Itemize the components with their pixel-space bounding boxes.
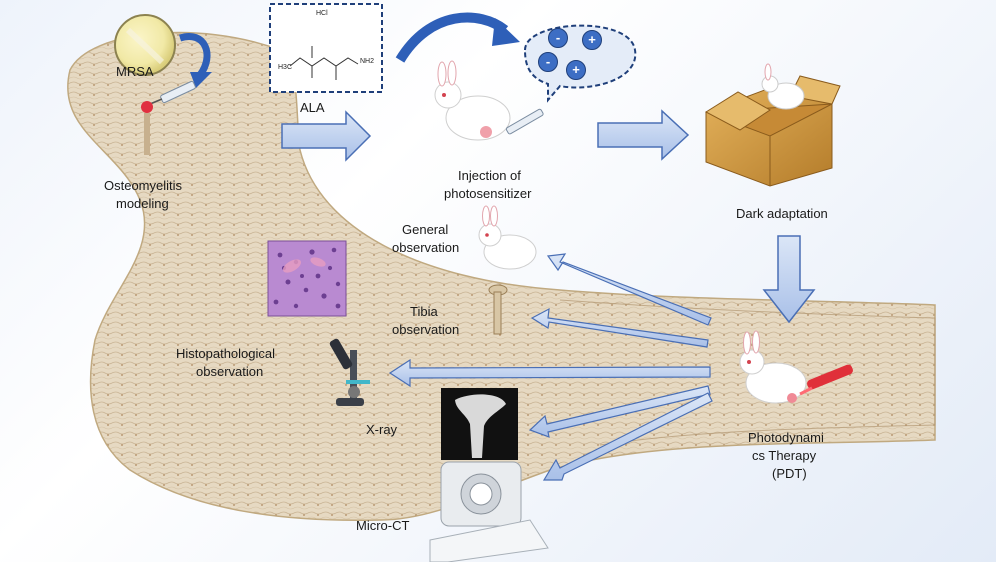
molecule-amine: NH2	[360, 58, 375, 65]
microscope-icon	[329, 338, 370, 406]
histology-image	[267, 240, 347, 317]
molecule-salt: HCl	[316, 10, 328, 17]
block-arrow-ala	[281, 110, 372, 162]
tibia-marker-icon	[141, 101, 153, 155]
label-general-2: observation	[392, 240, 460, 255]
label-ala: ALA	[300, 100, 325, 115]
ala-structure-box	[269, 3, 383, 93]
label-pdt-1: Photodynami	[748, 430, 824, 445]
curved-arrow-top-head-icon	[492, 18, 520, 46]
laser-pen-icon	[799, 364, 853, 396]
label-pdt-2: cs Therapy	[752, 448, 817, 463]
label-dark: Dark adaptation	[736, 206, 828, 221]
rabbit-icon	[434, 60, 511, 141]
label-tibia-2: observation	[392, 322, 460, 337]
rabbit-general-icon	[478, 205, 537, 270]
label-osteo-2: modeling	[116, 196, 169, 211]
label-tibia-1: Tibia	[410, 304, 438, 319]
label-histo-1: Histopathological	[176, 346, 276, 361]
ct-scanner-icon	[429, 461, 549, 562]
label-injection-2: photosensitizer	[444, 186, 532, 201]
label-pdt-3: (PDT)	[772, 466, 807, 481]
petri-dish-icon	[114, 14, 176, 76]
molecule-methyl: H3C	[278, 64, 293, 71]
label-histo-2: observation	[196, 364, 264, 379]
charge-2: +	[582, 30, 602, 50]
label-osteo-1: Osteomyelitis	[104, 178, 183, 193]
label-general-1: General	[402, 222, 449, 237]
label-microct: Micro-CT	[356, 518, 410, 533]
block-arrow-down	[762, 235, 816, 324]
charge-4: +	[566, 60, 586, 80]
box-icon	[704, 63, 841, 187]
curved-arrow-top-icon	[395, 12, 509, 63]
curved-arrow-head-icon	[190, 72, 212, 88]
label-injection-1: Injection of	[458, 168, 521, 183]
label-mrsa: MRSA	[116, 64, 154, 79]
xray-film-icon	[441, 388, 518, 460]
syringe-icon	[149, 80, 196, 105]
charge-1: -	[548, 28, 568, 48]
tibia-icon	[488, 284, 508, 335]
curved-arrow-icon	[178, 33, 211, 78]
outcome-arrows	[388, 253, 713, 481]
syringe-2-icon	[505, 108, 544, 135]
rabbit-pdt-icon	[739, 330, 807, 404]
label-xray: X-ray	[366, 422, 398, 437]
charge-3: -	[538, 52, 558, 72]
block-arrow-dark	[597, 109, 690, 161]
